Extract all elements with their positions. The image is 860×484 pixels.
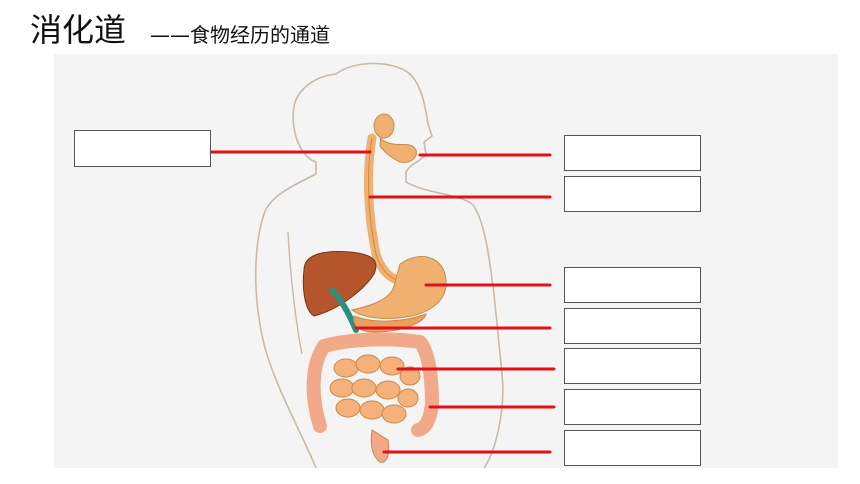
digestive-tract-diagram bbox=[54, 54, 838, 468]
answer-box-1[interactable] bbox=[74, 130, 211, 167]
answer-box-3[interactable] bbox=[564, 176, 701, 212]
answer-box-2[interactable] bbox=[564, 135, 701, 171]
page-title: 消化道 bbox=[30, 11, 127, 49]
leader-lines bbox=[209, 150, 556, 454]
large-intestine-shape bbox=[306, 332, 439, 437]
answer-box-7[interactable] bbox=[564, 389, 701, 425]
body-inner-line bbox=[287, 231, 303, 355]
gallbladder-shape bbox=[329, 287, 359, 333]
liver-shape bbox=[302, 251, 377, 317]
rectum-shape bbox=[370, 429, 390, 463]
salivary-gland-shape bbox=[373, 113, 395, 139]
diagram-canvas bbox=[209, 62, 556, 468]
answer-box-5[interactable] bbox=[564, 308, 701, 344]
small-intestine-group bbox=[329, 354, 421, 424]
stomach-shape bbox=[350, 256, 447, 319]
answer-box-8[interactable] bbox=[564, 430, 701, 466]
esophagus-outline bbox=[368, 137, 401, 281]
answer-box-4[interactable] bbox=[564, 267, 701, 303]
body-outline bbox=[254, 62, 504, 468]
answer-box-6[interactable] bbox=[564, 348, 701, 384]
page-subtitle: ——食物经历的通道 bbox=[150, 23, 330, 47]
